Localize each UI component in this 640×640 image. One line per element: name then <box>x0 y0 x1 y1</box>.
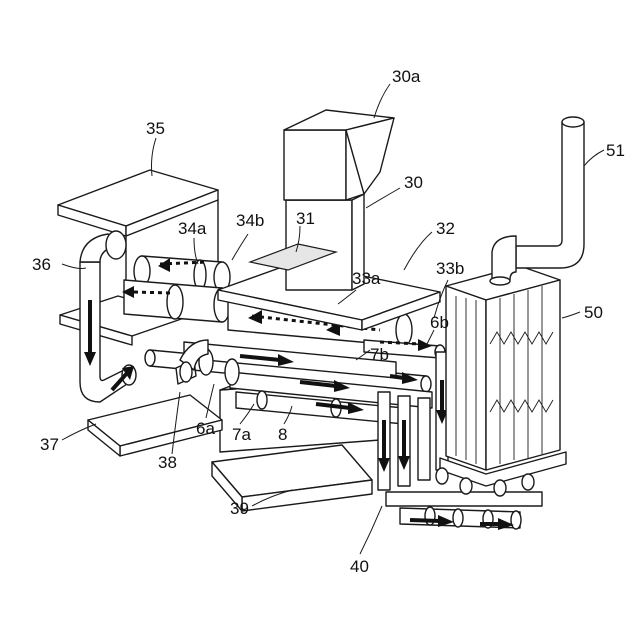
label-36: 36 <box>32 255 51 274</box>
label-33a: 33a <box>352 269 381 288</box>
label-30a: 30a <box>392 67 421 86</box>
label-7b: 7b <box>370 345 389 364</box>
label-6a: 6a <box>196 419 215 438</box>
label-7a: 7a <box>232 425 251 444</box>
chimney-51 <box>490 117 584 285</box>
label-50: 50 <box>584 303 603 322</box>
label-32: 32 <box>436 219 455 238</box>
label-34b: 34b <box>236 211 264 230</box>
label-34a: 34a <box>178 219 207 238</box>
label-39: 39 <box>230 499 249 518</box>
manifold-40 <box>386 492 542 530</box>
label-33b: 33b <box>436 259 464 278</box>
heat-exchanger-50 <box>436 266 566 496</box>
label-37: 37 <box>40 435 59 454</box>
label-38: 38 <box>158 453 177 472</box>
label-40: 40 <box>350 557 369 576</box>
label-51: 51 <box>606 141 625 160</box>
label-8: 8 <box>278 425 287 444</box>
label-35: 35 <box>146 119 165 138</box>
hopper-30 <box>250 110 394 290</box>
label-31: 31 <box>296 209 315 228</box>
label-6b: 6b <box>430 313 449 332</box>
label-30: 30 <box>404 173 423 192</box>
